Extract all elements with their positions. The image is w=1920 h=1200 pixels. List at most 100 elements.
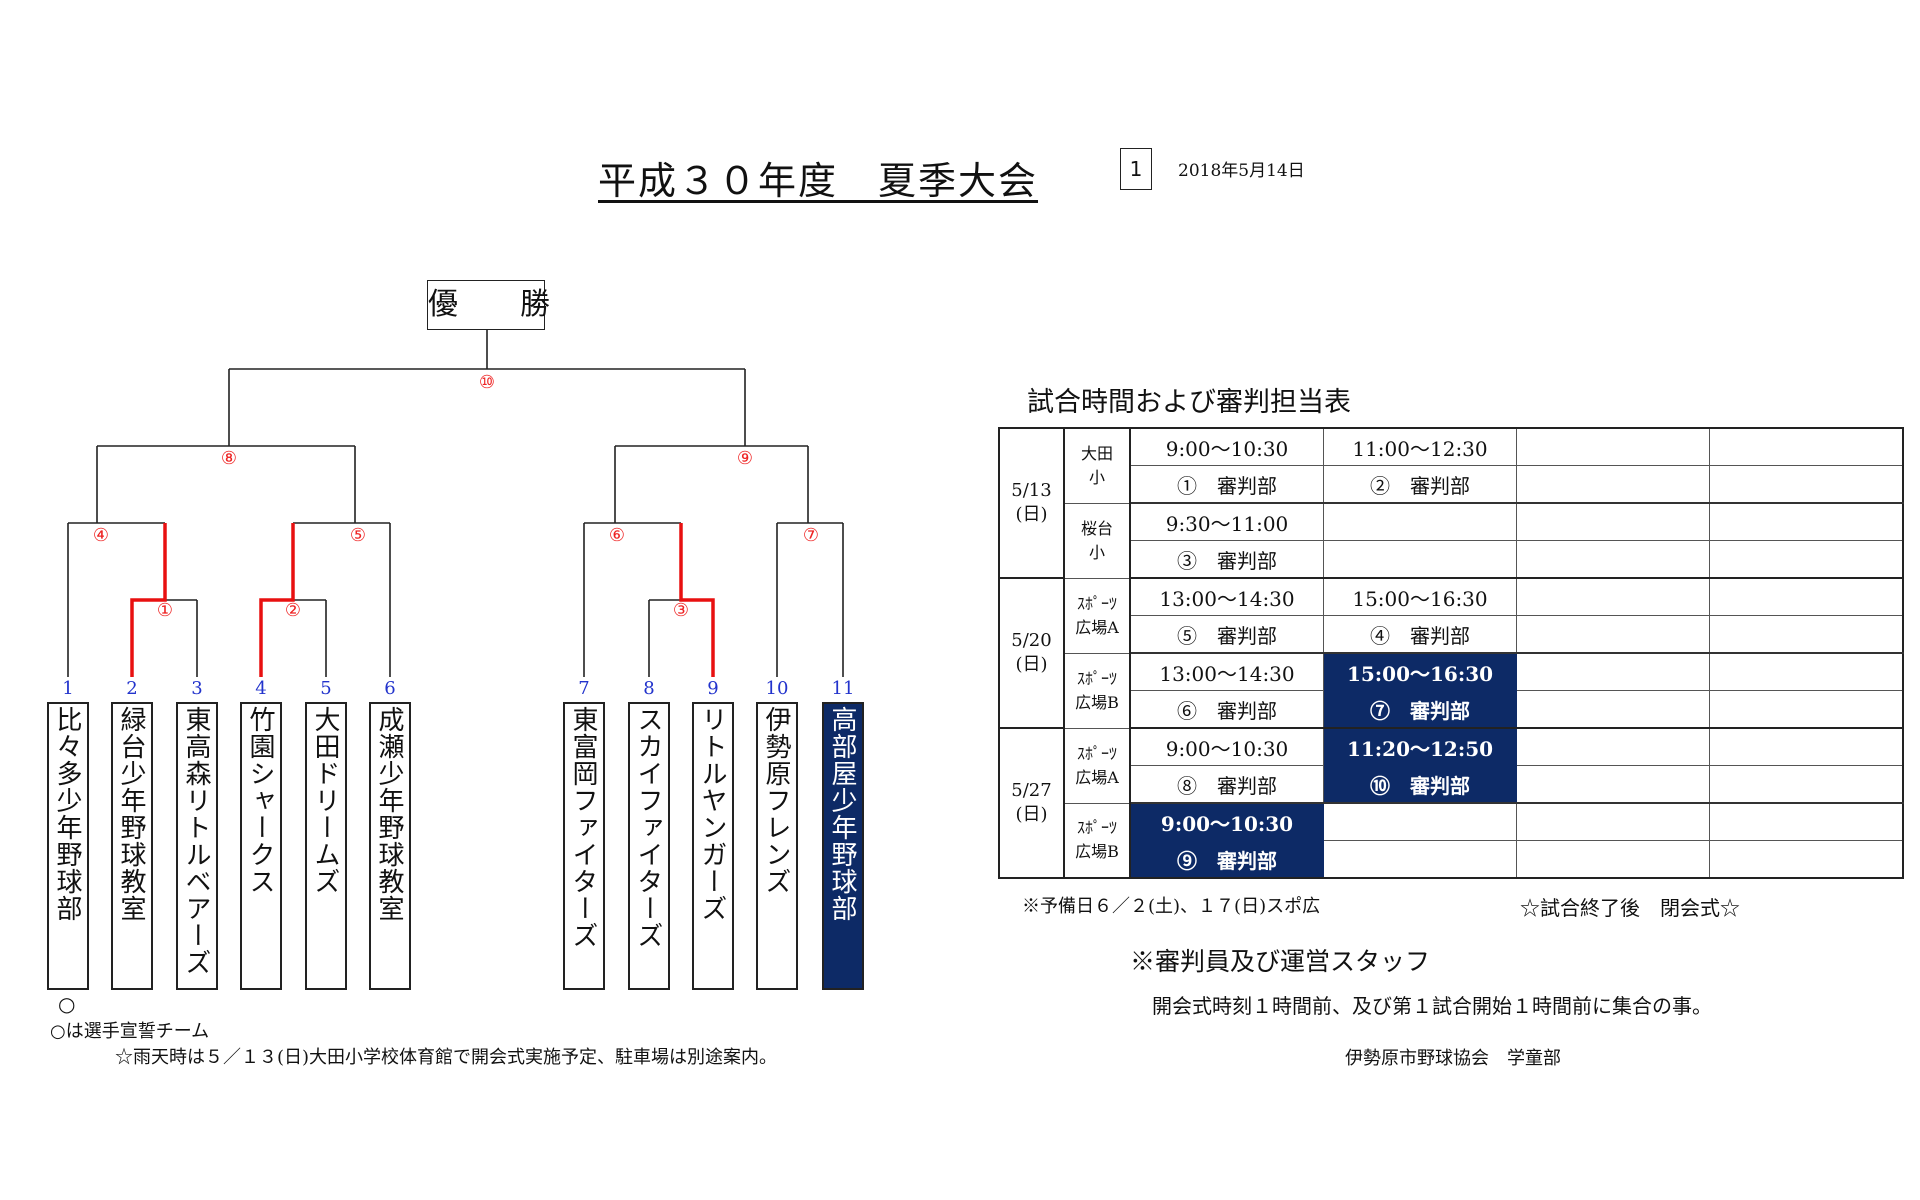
team-number: 9 [707, 678, 719, 699]
empty-slot [1516, 802, 1710, 841]
slot-umpire-duty: ② 審判部 [1323, 465, 1517, 504]
slot-time: 9:30～11:00 [1129, 502, 1324, 541]
slot-time: 9:00～10:30 [1129, 727, 1324, 766]
schedule-date: 5/27 (日) [998, 727, 1065, 879]
match-label-3: ③ [672, 600, 690, 621]
empty-slot [1709, 615, 1904, 654]
empty-slot [1709, 727, 1904, 766]
slot-time: 11:20～12:50 [1323, 727, 1517, 766]
oath-marker: ○ [58, 992, 76, 1016]
team-number: 11 [831, 678, 855, 699]
bracket-line-match-9 [614, 445, 809, 523]
empty-slot [1709, 465, 1904, 504]
schedule-title: 試合時間および審判担当表 [1027, 387, 1351, 418]
team-box: スカイファイターズ [628, 702, 670, 990]
bracket-line-match-6 [583, 522, 681, 677]
winner-path-team-4 [259, 523, 295, 677]
team-number: 4 [255, 678, 267, 699]
team-number: 6 [384, 678, 396, 699]
bracket-line-final [228, 330, 746, 446]
schedule-venue: ｽﾎﾟｰﾂ 広場B [1063, 802, 1131, 879]
match-label-6: ⑥ [608, 525, 626, 546]
team-box: 東富岡ファイターズ [563, 702, 605, 990]
empty-slot [1709, 577, 1904, 616]
match-label-7: ⑦ [802, 525, 820, 546]
staff-heading: ※審判員及び運営スタッフ [1130, 947, 1431, 976]
match-label-10: ⑩ [478, 372, 496, 393]
match-label-5: ⑤ [349, 525, 367, 546]
empty-slot [1516, 502, 1710, 541]
bracket-line-match-4 [67, 522, 165, 677]
team-box: リトルヤンガーズ [692, 702, 734, 990]
match-label-1: ① [156, 600, 174, 621]
empty-slot [1323, 502, 1517, 541]
slot-time: 11:00～12:30 [1323, 427, 1517, 466]
slot-time: 13:00～14:30 [1129, 652, 1324, 691]
slot-time: 9:00～10:30 [1129, 427, 1324, 466]
page-title: 平成３０年度 夏季大会 [598, 159, 1039, 203]
empty-slot [1709, 652, 1904, 691]
slot-time: 13:00～14:30 [1129, 577, 1324, 616]
empty-slot [1709, 802, 1904, 841]
team-number: 3 [191, 678, 203, 699]
winner-path-team-9 [679, 523, 715, 677]
schedule-date: 5/13 (日) [998, 427, 1065, 579]
slot-time: 9:00～10:30 [1129, 802, 1324, 841]
slot-umpire-duty: ④ 審判部 [1323, 615, 1517, 654]
bracket-line-match-5 [293, 522, 391, 677]
team-number: 8 [643, 678, 655, 699]
slot-umpire-duty: ③ 審判部 [1129, 540, 1324, 579]
slot-umpire-duty: ① 審判部 [1129, 465, 1324, 504]
team-box: 成瀬少年野球教室 [369, 702, 411, 990]
winner-path-team-2 [130, 523, 167, 677]
schedule-row: ⑨ 審判部 [999, 840, 1904, 879]
empty-slot [1709, 502, 1904, 541]
rain-note: ☆雨天時は５／１３(日)大田小学校体育館で開会式実施予定、駐車場は別途案内。 [115, 1047, 778, 1068]
empty-slot [1516, 540, 1710, 579]
schedule-venue: ｽﾎﾟｰﾂ 広場A [1063, 727, 1131, 804]
slot-umpire-duty: ⑦ 審判部 [1323, 690, 1517, 729]
empty-slot [1323, 840, 1517, 879]
team-box: 竹園シャークス [240, 702, 282, 990]
empty-slot [1709, 690, 1904, 729]
match-label-4: ④ [92, 525, 110, 546]
team-box: 高部屋少年野球部 [822, 702, 864, 990]
page-number-box: 1 [1120, 148, 1152, 190]
slot-time: 15:00～16:30 [1323, 577, 1517, 616]
team-box: 緑台少年野球教室 [111, 702, 153, 990]
bracket-line-match-7 [776, 522, 844, 677]
empty-slot [1516, 652, 1710, 691]
schedule-venue: ｽﾎﾟｰﾂ 広場B [1063, 652, 1131, 729]
oath-note: ○は選手宣誓チーム [50, 1021, 210, 1042]
team-number: 10 [765, 678, 789, 699]
team-box: 東高森リトルベアーズ [176, 702, 218, 990]
slot-umpire-duty: ⑩ 審判部 [1323, 765, 1517, 804]
empty-slot [1516, 615, 1710, 654]
empty-slot [1709, 840, 1904, 879]
empty-slot [1709, 765, 1904, 804]
document-date: 2018年5月14日 [1178, 161, 1305, 181]
slot-umpire-duty: ⑥ 審判部 [1129, 690, 1324, 729]
team-box: 伊勢原フレンズ [756, 702, 798, 990]
empty-slot [1516, 427, 1710, 466]
empty-slot [1709, 427, 1904, 466]
slot-umpire-duty: ⑨ 審判部 [1129, 840, 1324, 879]
bracket-line-match-8 [96, 445, 356, 523]
schedule-venue: 桜台 小 [1063, 502, 1131, 579]
empty-slot [1516, 840, 1710, 879]
schedule-venue: ｽﾎﾟｰﾂ 広場A [1063, 577, 1131, 654]
empty-slot [1516, 465, 1710, 504]
organizer: 伊勢原市野球協会 学童部 [1345, 1048, 1561, 1069]
closing-ceremony-note: ☆試合終了後 閉会式☆ [1520, 896, 1740, 920]
